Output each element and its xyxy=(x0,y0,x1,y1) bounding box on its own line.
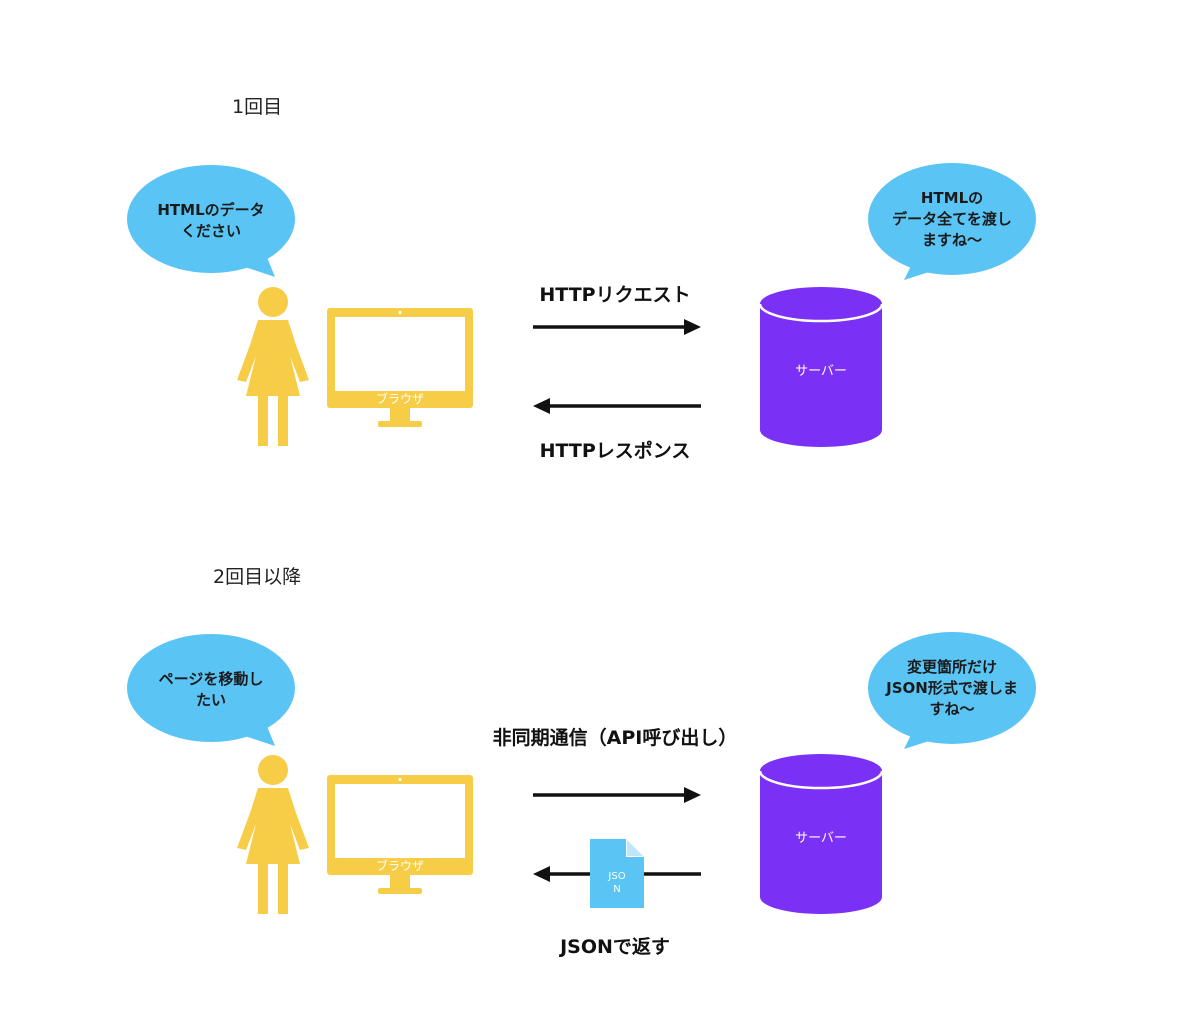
json-file-label: JSO N xyxy=(608,871,626,895)
arrow-right-icon xyxy=(533,787,701,803)
person-icon xyxy=(237,755,309,914)
server-label: サーバー xyxy=(795,831,847,846)
monitor-icon xyxy=(327,308,473,427)
server-label: サーバー xyxy=(795,364,847,379)
response-label: HTTPレスポンス xyxy=(539,440,691,462)
server-speech-text: HTMLの データ全てを渡し ますね〜 xyxy=(892,189,1012,249)
database-icon xyxy=(758,287,884,447)
speech-bubble-icon xyxy=(868,163,1036,280)
person-icon xyxy=(237,287,309,446)
section-title: 2回目以降 xyxy=(213,566,302,588)
server-speech-text: 変更箇所だけ JSON形式で渡しま すね〜 xyxy=(886,658,1018,718)
client-speech-text: ページを移動し たい xyxy=(158,670,264,709)
database-icon xyxy=(758,754,884,914)
speech-bubble-icon xyxy=(127,165,295,277)
request-label: 非同期通信（API呼び出し） xyxy=(492,727,738,749)
speech-bubble-icon xyxy=(868,632,1036,749)
arrow-left-icon xyxy=(533,398,701,414)
browser-label: ブラウザ xyxy=(375,392,424,406)
browser-label: ブラウザ xyxy=(375,859,424,873)
json-file-icon xyxy=(590,839,644,908)
response-label: JSONで返す xyxy=(560,936,670,958)
client-speech-text: HTMLのデータ ください xyxy=(157,201,265,240)
request-label: HTTPリクエスト xyxy=(539,284,691,306)
section-title: 1回目 xyxy=(232,96,283,118)
monitor-icon xyxy=(327,775,473,894)
arrow-right-icon xyxy=(533,319,701,335)
speech-bubble-icon xyxy=(127,634,295,746)
